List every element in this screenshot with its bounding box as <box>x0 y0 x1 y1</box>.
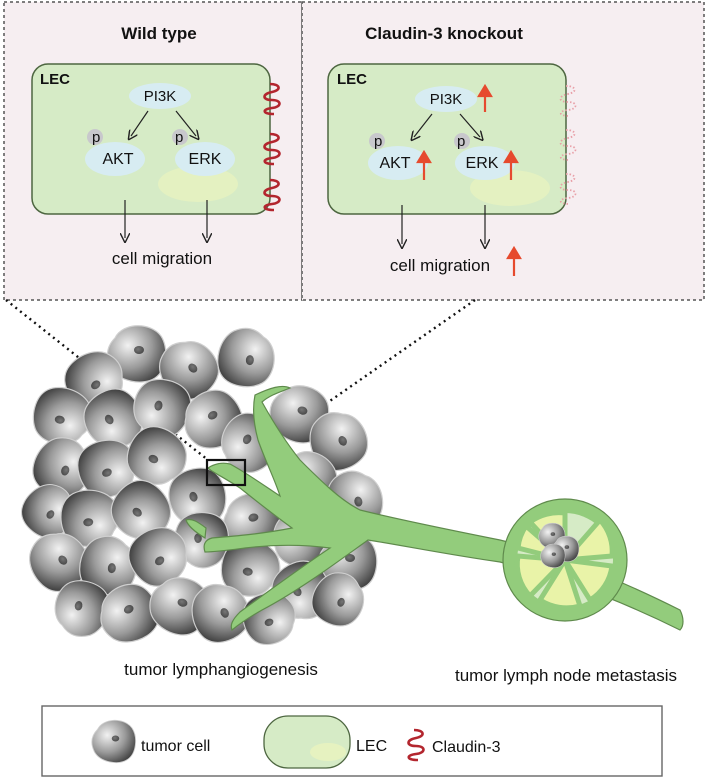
tumor-cell <box>215 325 277 390</box>
outcome-label: cell migration <box>390 256 490 275</box>
up-arrow <box>416 149 432 180</box>
legend-lec-swatch <box>263 715 351 769</box>
legend-claudin-3-swatch <box>407 728 425 762</box>
phospho-label: p <box>457 133 465 150</box>
pi3k-label: PI3K <box>430 91 463 108</box>
lymph-node <box>502 498 628 622</box>
up-arrow <box>506 245 522 276</box>
pi3k-label: PI3K <box>144 88 177 105</box>
up-arrow <box>503 149 519 180</box>
claudin-3-coils <box>263 82 281 212</box>
phospho-circle <box>369 133 385 149</box>
erk-label: ERK <box>189 151 222 168</box>
legend-tumor-cell-label: tumor cell <box>141 738 210 755</box>
arrow-pi3k-erk <box>175 110 196 136</box>
up-arrow <box>477 83 493 112</box>
lec-highlight <box>158 166 238 202</box>
lec-label-wild-type: LEC <box>40 71 70 88</box>
zoom-region-box <box>205 458 247 487</box>
pi3k-node <box>129 83 191 109</box>
akt-label: AKT <box>379 155 410 172</box>
lec-highlight <box>310 743 346 761</box>
akt-node <box>368 146 428 180</box>
erk-node <box>455 146 515 180</box>
panel-title-wild-type: Wild type <box>121 24 196 43</box>
arrow-pi3k-akt <box>414 113 433 137</box>
top-panels: Wild type LEC PI3K p AKT p ERK cell migr… <box>3 1 705 301</box>
outcome-label: cell migration <box>112 249 212 268</box>
phospho-circle <box>454 133 470 149</box>
caption-lymphangiogenesis: tumor lymphangiogenesis <box>124 660 318 679</box>
phospho-label: p <box>175 129 183 146</box>
phospho-label: p <box>374 133 382 150</box>
phospho-label: p <box>92 129 100 146</box>
phospho-circle <box>172 129 188 145</box>
pi3k-node <box>415 86 477 112</box>
akt-label: AKT <box>102 151 133 168</box>
panel-title-knockout: Claudin-3 knockout <box>365 24 523 43</box>
legend-lec-label: LEC <box>356 738 387 755</box>
erk-node <box>175 142 235 176</box>
lec-label-knockout: LEC <box>337 71 367 88</box>
legend: tumor cell LEC Claudin-3 <box>41 705 663 777</box>
erk-label: ERK <box>466 155 499 172</box>
legend-claudin-3-label: Claudin-3 <box>432 739 501 756</box>
arrow-pi3k-erk <box>459 113 480 137</box>
phospho-circle <box>87 129 103 145</box>
arrow-pi3k-akt <box>131 110 149 136</box>
akt-node <box>85 142 145 176</box>
caption-lymph-node-metastasis: tumor lymph node metastasis <box>455 666 677 685</box>
zoom-lines <box>5 299 476 461</box>
